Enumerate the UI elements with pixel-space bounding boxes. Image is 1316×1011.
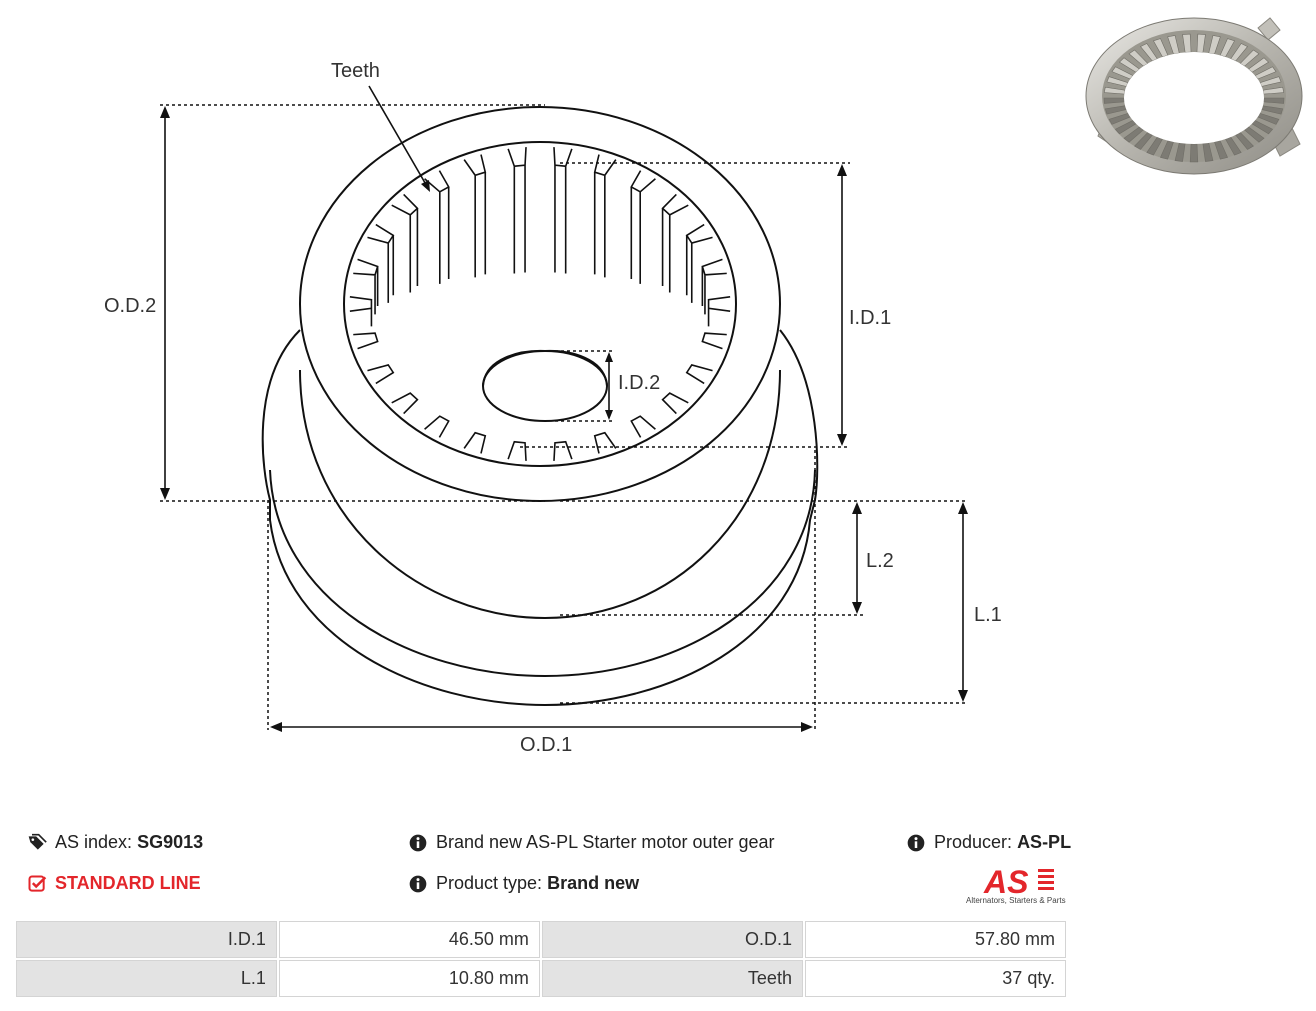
centre-hole bbox=[482, 350, 608, 422]
as-index-label: AS index: bbox=[55, 832, 133, 852]
product-type-row: Product type: Brand new bbox=[408, 873, 639, 894]
logo-text: AS bbox=[983, 864, 1029, 900]
gear-tooth bbox=[707, 296, 731, 327]
spec-value: 37 qty. bbox=[804, 960, 1066, 997]
gear-tooth bbox=[553, 147, 573, 274]
producer-row: Producer: AS-PL bbox=[906, 832, 1071, 853]
producer-value: AS-PL bbox=[1017, 832, 1072, 852]
logo-tagline: Alternators, Starters & Parts bbox=[966, 896, 1066, 905]
gear-tooth bbox=[685, 223, 713, 303]
gear-tooth bbox=[349, 296, 373, 327]
photo-gear-tooth bbox=[1230, 43, 1248, 62]
gear-tooth bbox=[463, 154, 487, 278]
photo-gear-tooth bbox=[1123, 126, 1144, 143]
gear-tooth bbox=[701, 332, 727, 350]
spec-table: I.D.1 46.50 mm O.D.1 57.80 mm L.1 10.80 … bbox=[14, 919, 1068, 999]
photo-gear-tooth bbox=[1196, 33, 1206, 53]
description-row: Brand new AS-PL Starter motor outer gear bbox=[408, 832, 775, 853]
gear-tooth bbox=[630, 170, 656, 284]
label-od1: O.D.1 bbox=[520, 734, 572, 756]
photo-gear-tooth bbox=[1259, 76, 1282, 87]
photo-gear-tooth bbox=[1219, 38, 1235, 58]
spec-label: I.D.1 bbox=[16, 921, 277, 958]
gear-tooth bbox=[507, 147, 527, 274]
gear-tooth bbox=[424, 415, 450, 438]
table-row: L.1 10.80 mm Teeth 37 qty. bbox=[16, 960, 1066, 997]
photo-gear-tooth bbox=[1189, 143, 1199, 163]
gear-tooth bbox=[353, 332, 379, 350]
producer-label: Producer: bbox=[934, 832, 1013, 852]
product-description: Brand new AS-PL Starter motor outer gear bbox=[436, 832, 775, 852]
spec-label: L.1 bbox=[16, 960, 277, 997]
table-row: I.D.1 46.50 mm O.D.1 57.80 mm bbox=[16, 921, 1066, 958]
info-circle-icon bbox=[409, 834, 427, 851]
gear-tooth bbox=[685, 363, 713, 385]
gear-tooth bbox=[424, 170, 450, 284]
gear-tooth bbox=[391, 392, 419, 415]
gear-tooth bbox=[353, 258, 379, 315]
label-id2: I.D.2 bbox=[618, 372, 660, 394]
photo-gear-tooth bbox=[1118, 57, 1141, 73]
spec-label: O.D.1 bbox=[541, 921, 803, 958]
technical-drawing: Teeth O.D.2 I.D.1 I.D.2 L.2 L.1 O.D.1 bbox=[104, 60, 1002, 756]
info-circle-icon bbox=[409, 875, 427, 892]
spec-value: 10.80 mm bbox=[278, 960, 540, 997]
spec-label: Teeth bbox=[541, 960, 803, 997]
as-pl-logo: AS bbox=[983, 864, 1054, 900]
photo-gear-tooth bbox=[1174, 142, 1186, 162]
label-teeth: Teeth bbox=[331, 60, 380, 82]
standard-line-badge: STANDARD LINE bbox=[55, 873, 201, 893]
photo-gear-tooth bbox=[1254, 66, 1277, 80]
gear-tooth bbox=[661, 392, 689, 415]
photo-gear-tooth bbox=[1261, 105, 1284, 115]
product-type-label: Product type: bbox=[436, 873, 543, 893]
label-id1: I.D.1 bbox=[849, 307, 891, 329]
gear-tooth bbox=[701, 258, 727, 315]
gear-tooth bbox=[593, 431, 617, 454]
lower-body-band bbox=[269, 469, 816, 678]
as-index-value: SG9013 bbox=[137, 832, 204, 852]
lower-body-outline bbox=[261, 329, 819, 707]
label-l1: L.1 bbox=[974, 604, 1002, 626]
label-od2: O.D.2 bbox=[104, 295, 156, 317]
gear-tooth bbox=[367, 223, 395, 303]
photo-gear-tooth bbox=[1140, 43, 1158, 62]
photo-gear-tooth bbox=[1202, 142, 1214, 162]
photo-gear-tooth bbox=[1208, 35, 1221, 55]
standard-line-row: STANDARD LINE bbox=[27, 873, 201, 894]
gear-tooth bbox=[391, 193, 419, 293]
label-l2: L.2 bbox=[866, 550, 894, 572]
spec-value: 46.50 mm bbox=[278, 921, 540, 958]
gear-teeth bbox=[349, 147, 731, 461]
photo-gear-tooth bbox=[1153, 38, 1169, 58]
gear-tooth bbox=[507, 440, 527, 461]
inner-bore bbox=[343, 141, 737, 467]
lower-body-step bbox=[299, 369, 781, 620]
product-type-value: Brand new bbox=[547, 873, 640, 893]
spec-value: 57.80 mm bbox=[804, 921, 1066, 958]
product-photo bbox=[1085, 17, 1303, 175]
gear-tooth bbox=[553, 440, 573, 461]
gear-tooth bbox=[661, 193, 689, 293]
gear-tooth bbox=[367, 363, 395, 385]
as-index-row: AS index: SG9013 bbox=[27, 832, 203, 853]
gear-tooth bbox=[630, 415, 656, 438]
gear-tooth bbox=[593, 154, 617, 278]
check-square-icon bbox=[28, 875, 47, 892]
info-circle-icon bbox=[907, 834, 925, 851]
gear-tooth bbox=[463, 431, 487, 454]
tag-icon bbox=[28, 833, 47, 850]
